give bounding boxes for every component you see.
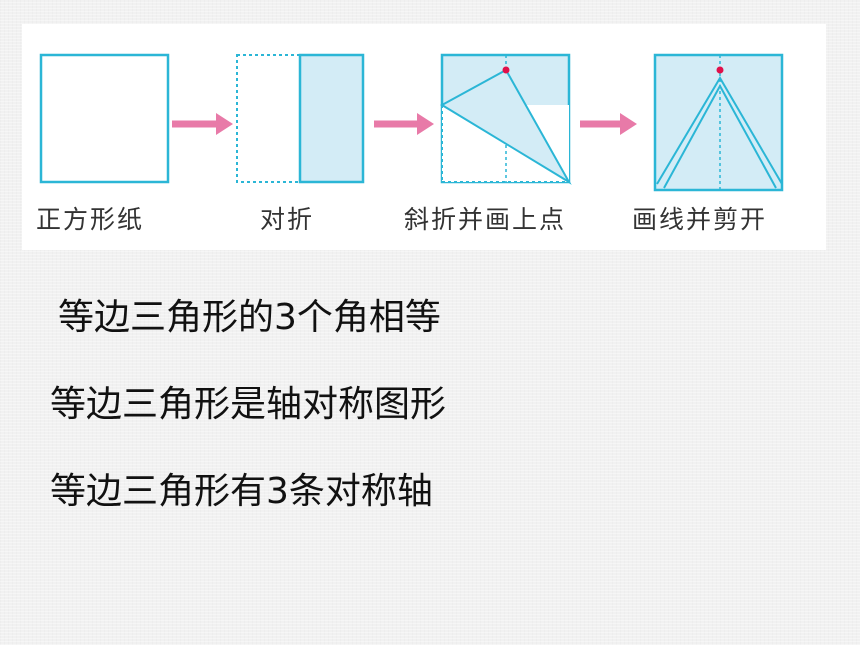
cut-triangle-paper bbox=[653, 53, 784, 192]
square-paper bbox=[39, 53, 170, 184]
arrow-icon bbox=[172, 113, 233, 135]
step-caption: 对折 bbox=[260, 205, 315, 234]
step-caption: 正方形纸 bbox=[36, 205, 145, 234]
step-caption: 斜折并画上点 bbox=[404, 205, 567, 234]
folded-half-paper bbox=[236, 53, 365, 184]
arrow-icon bbox=[374, 113, 434, 135]
statement-text: 等边三角形是轴对称图形 bbox=[50, 384, 447, 425]
folding-steps-illustration bbox=[39, 53, 784, 192]
folding-steps-diagram: 正方形纸 对折 斜折并画上点 画线并剪开 bbox=[22, 24, 826, 250]
marked-point bbox=[716, 66, 724, 74]
step-caption: 画线并剪开 bbox=[632, 205, 768, 234]
statement-text: 等边三角形有3条对称轴 bbox=[50, 471, 433, 512]
marked-point bbox=[502, 66, 510, 74]
statement-text: 等边三角形的3个角相等 bbox=[58, 297, 441, 338]
arrow-icon bbox=[580, 113, 637, 135]
diagonal-fold-paper bbox=[439, 53, 572, 185]
